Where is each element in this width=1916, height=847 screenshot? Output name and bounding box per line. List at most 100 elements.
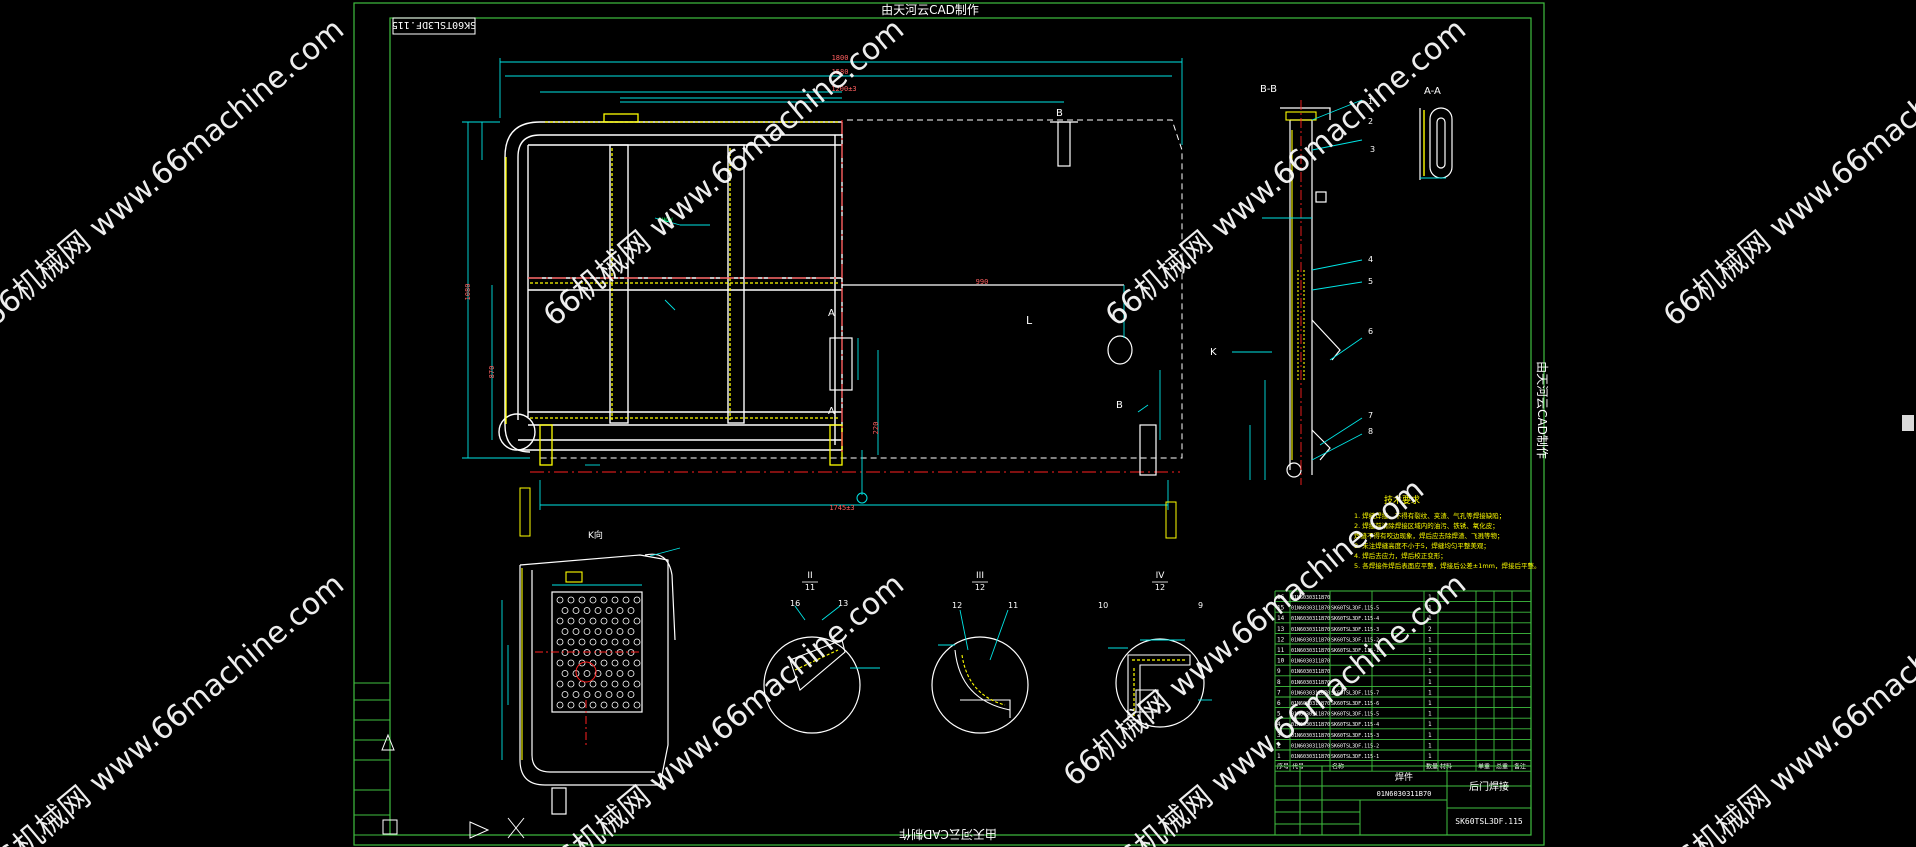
balloon-4: 4 (1368, 255, 1373, 264)
perforation-hole (616, 607, 624, 614)
mark-a-lower: A (828, 406, 835, 417)
balloon-5: 5 (1368, 277, 1373, 286)
perforation-hole (600, 596, 608, 604)
perforation-hole (611, 596, 619, 604)
bom-cell: SK60TSL3DF.115-1 (1331, 754, 1379, 760)
section-aa-view: A-A (1419, 86, 1453, 180)
mirrored-code-box: SK60TSL3DF.115 (392, 17, 476, 35)
material-label: 焊件 (1395, 771, 1413, 783)
perforation-hole (567, 617, 575, 625)
bom-cell: 总重 (1496, 763, 1508, 771)
bottom-header-text: 由天河云CAD制作 (899, 827, 997, 841)
balloon-8: 8 (1368, 427, 1373, 436)
perforation-hole (605, 670, 613, 677)
detail-iii-balloon-a: 12 (952, 601, 962, 610)
detail-iv-balloon-a: 10 (1098, 601, 1108, 610)
perforation-hole (589, 617, 597, 625)
weld-note: SHOW (658, 217, 673, 224)
bom-cell: 1 (1428, 679, 1432, 686)
perforation-hole (567, 659, 575, 667)
mark-b-top: B (1056, 108, 1063, 119)
perforation-hole (627, 691, 635, 698)
perforation-hole (633, 659, 641, 667)
bom-cell: 1 (1428, 753, 1432, 760)
perforation-hole (594, 628, 602, 635)
perforation-hole (556, 680, 564, 688)
perforation-hole (622, 596, 630, 604)
bom-cell: 1 (1428, 732, 1432, 739)
detail-ii-balloon-a: 16 (790, 599, 800, 608)
detail-ii-num: II (807, 571, 812, 581)
dim-text: 1745±3 (829, 504, 854, 512)
bom-cell: 16 (1277, 594, 1285, 601)
perforation-hole (561, 607, 569, 614)
bom-cell: 7 (1277, 689, 1281, 696)
part-name: 后门焊接 (1469, 780, 1509, 793)
bom-cell: SK60TSL3DF.115-4 (1331, 722, 1379, 728)
dim-text: 870 (488, 366, 496, 379)
tech-req-item: 5. 各焊接件焊后表面应平整，焊接后公差±1mm，焊接后平整。 (1354, 561, 1541, 570)
bom-cell: 01N6030311B70 (1291, 669, 1330, 675)
bom-cell: 01N6030311B70 (1291, 722, 1330, 728)
perforation-hole (578, 659, 586, 667)
scrollbar-thumb[interactable] (1902, 415, 1914, 431)
detail-circle-iii: III 12 12 11 (931, 571, 1029, 734)
perforation-hole (605, 691, 613, 698)
perforation-hole (633, 701, 641, 709)
perforation-hole (594, 670, 602, 677)
perforation-hole (600, 701, 608, 709)
bom-cell: 1 (1428, 658, 1432, 665)
bom-cell: 1 (1428, 721, 1432, 728)
watermark-text: 66机械网 www.66machine.com (1099, 12, 1473, 334)
balloon-1: 1 (1368, 97, 1373, 106)
bom-cell: 1 (1428, 711, 1432, 718)
tech-req-item: 3. 未注焊缝高度不小于5，焊缝均匀平整美观； (1354, 541, 1490, 550)
bom-cell: 01N6030311B70 (1291, 701, 1330, 707)
balloon-6: 6 (1368, 327, 1373, 336)
perforation-hole (556, 596, 564, 604)
bom-cell: SK60TSL3DF.115-4 (1331, 616, 1379, 622)
bom-cell: 10 (1277, 658, 1285, 665)
bom-cell: 1 (1277, 753, 1281, 760)
mark-b-bottom: B (1116, 400, 1123, 411)
detail-iv-num: IV (1156, 571, 1166, 581)
bom-cell: 1 (1428, 594, 1432, 601)
mirrored-code-text: SK60TSL3DF.115 (392, 19, 476, 30)
perforation-hole (611, 701, 619, 709)
top-header-text: 由天河云CAD制作 (881, 3, 979, 17)
bom-cell: SK60TSL3DF.115-1 (1331, 648, 1379, 654)
bom-cell: 1 (1428, 742, 1432, 749)
perforation-hole (589, 638, 597, 646)
perforation-hole (605, 628, 613, 635)
bom-cell: 数量 (1426, 763, 1438, 771)
perforation-hole (616, 628, 624, 635)
bom-cell: 01N6030311B70 (1291, 680, 1330, 686)
perforation-hole (611, 617, 619, 625)
detail-iii-balloon-b: 11 (1008, 601, 1018, 610)
bom-cell: 1 (1428, 689, 1432, 696)
watermark-text: 66机械网 www.66machine.com (1657, 12, 1916, 334)
bom-cell: 3 (1277, 732, 1281, 739)
perforation-hole (616, 691, 624, 698)
dim-text: 1580 (832, 68, 849, 76)
perforation-hole (622, 638, 630, 646)
bom-cell: 9 (1277, 668, 1281, 675)
bom-cell: 6 (1277, 700, 1281, 707)
tech-requirements: 技术要求 1. 焊缝焊接，不得有裂纹、夹渣、气孔等焊接缺陷； 2. 焊接前清除焊… (1354, 494, 1541, 570)
bom-cell: SK60TSL3DF.115-3 (1331, 627, 1379, 633)
perforation-hole (583, 691, 591, 698)
bom-cell: 01N6030311B70 (1291, 616, 1330, 622)
perforation-hole (600, 638, 608, 646)
perforation-grid (556, 596, 641, 709)
dim-text: 220 (872, 422, 880, 435)
dim-text: 1080 (464, 284, 472, 301)
bom-cell: 01N6030311B70 (1291, 743, 1330, 749)
perforation-hole (567, 680, 575, 688)
detail-ii-balloon-b: 13 (838, 599, 848, 608)
perforation-hole (622, 659, 630, 667)
perforation-hole (627, 607, 635, 614)
bom-cell: 备注 (1514, 763, 1526, 771)
bom-cell: SK60TSL3DF.115-3 (1331, 733, 1379, 739)
main-front-view: 1800 1580 1200±3 990 1080 870 1745±3 220… (462, 54, 1183, 539)
